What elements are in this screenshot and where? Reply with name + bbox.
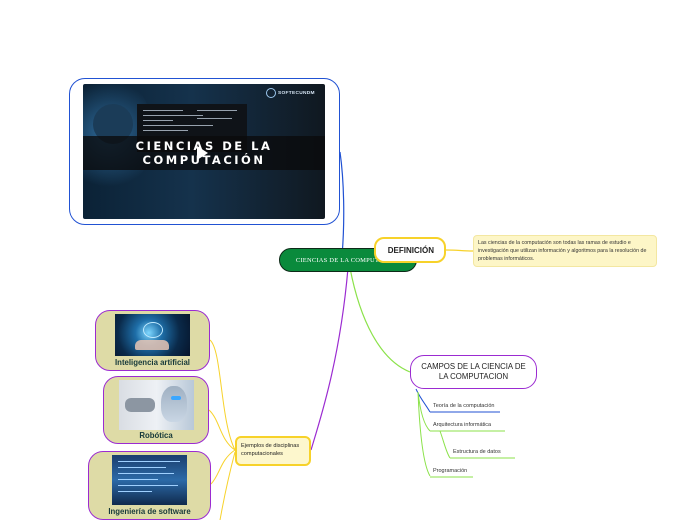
campos-item-estructura[interactable]: Estructura de datos — [453, 449, 501, 455]
campos-item-arquitectura[interactable]: Arquitectura informática — [433, 422, 492, 428]
connector-robotica — [208, 409, 236, 451]
card-inteligencia-artificial[interactable]: Inteligencia artificial — [95, 310, 210, 371]
play-icon[interactable] — [197, 146, 208, 160]
campos-item-programacion[interactable]: Programación — [433, 468, 468, 474]
connector-video — [339, 151, 345, 257]
robot-image — [119, 380, 194, 430]
card-ingenieria-software[interactable]: Ingeniería de software — [88, 451, 211, 520]
connector-more — [219, 451, 236, 520]
connector-estructura — [439, 430, 451, 459]
card-caption: Inteligencia artificial — [115, 358, 190, 367]
software-image — [112, 455, 187, 505]
card-caption: Ingeniería de software — [108, 507, 191, 516]
examples-label: Ejemplos de disciplinas computacionales — [241, 443, 300, 457]
video-title-line2: COMPUTACIÓN — [142, 153, 266, 167]
connector-def-text — [445, 249, 474, 252]
connector-examples — [310, 267, 349, 451]
definition-label: DEFINICIÓN — [387, 245, 434, 255]
definition-node[interactable]: DEFINICIÓN — [374, 237, 446, 263]
connector-campos — [349, 267, 411, 373]
card-caption: Robótica — [139, 431, 173, 440]
connector-software — [210, 449, 236, 485]
brand-logo: SOFTECUNDM — [266, 88, 321, 98]
central-topic-label: CIENCIAS DE LA COMPUTACIÓN — [295, 256, 401, 264]
definition-text: Las ciencias de la computación son todas… — [478, 240, 647, 262]
examples-node[interactable]: Ejemplos de disciplinas computacionales — [235, 436, 311, 466]
connector-campos-sub — [415, 388, 431, 413]
campos-label: CAMPOS DE LA CIENCIA DE LA COMPUTACION — [421, 362, 526, 381]
campos-item-teoria[interactable]: Teoría de la computación — [433, 403, 495, 409]
card-robotica[interactable]: Robótica — [103, 376, 209, 444]
video-title-banner: CIENCIAS DE LA COMPUTACIÓN — [83, 136, 325, 170]
definition-text-box[interactable]: Las ciencias de la computación son todas… — [473, 235, 657, 267]
connector-ia — [209, 339, 236, 451]
campos-node[interactable]: CAMPOS DE LA CIENCIA DE LA COMPUTACION — [410, 355, 537, 389]
ai-brain-image — [115, 314, 190, 356]
video-thumbnail[interactable]: SOFTECUNDM CIENCIAS DE LA COMPUTACIÓN — [83, 84, 325, 219]
connector-programacion — [417, 391, 431, 477]
